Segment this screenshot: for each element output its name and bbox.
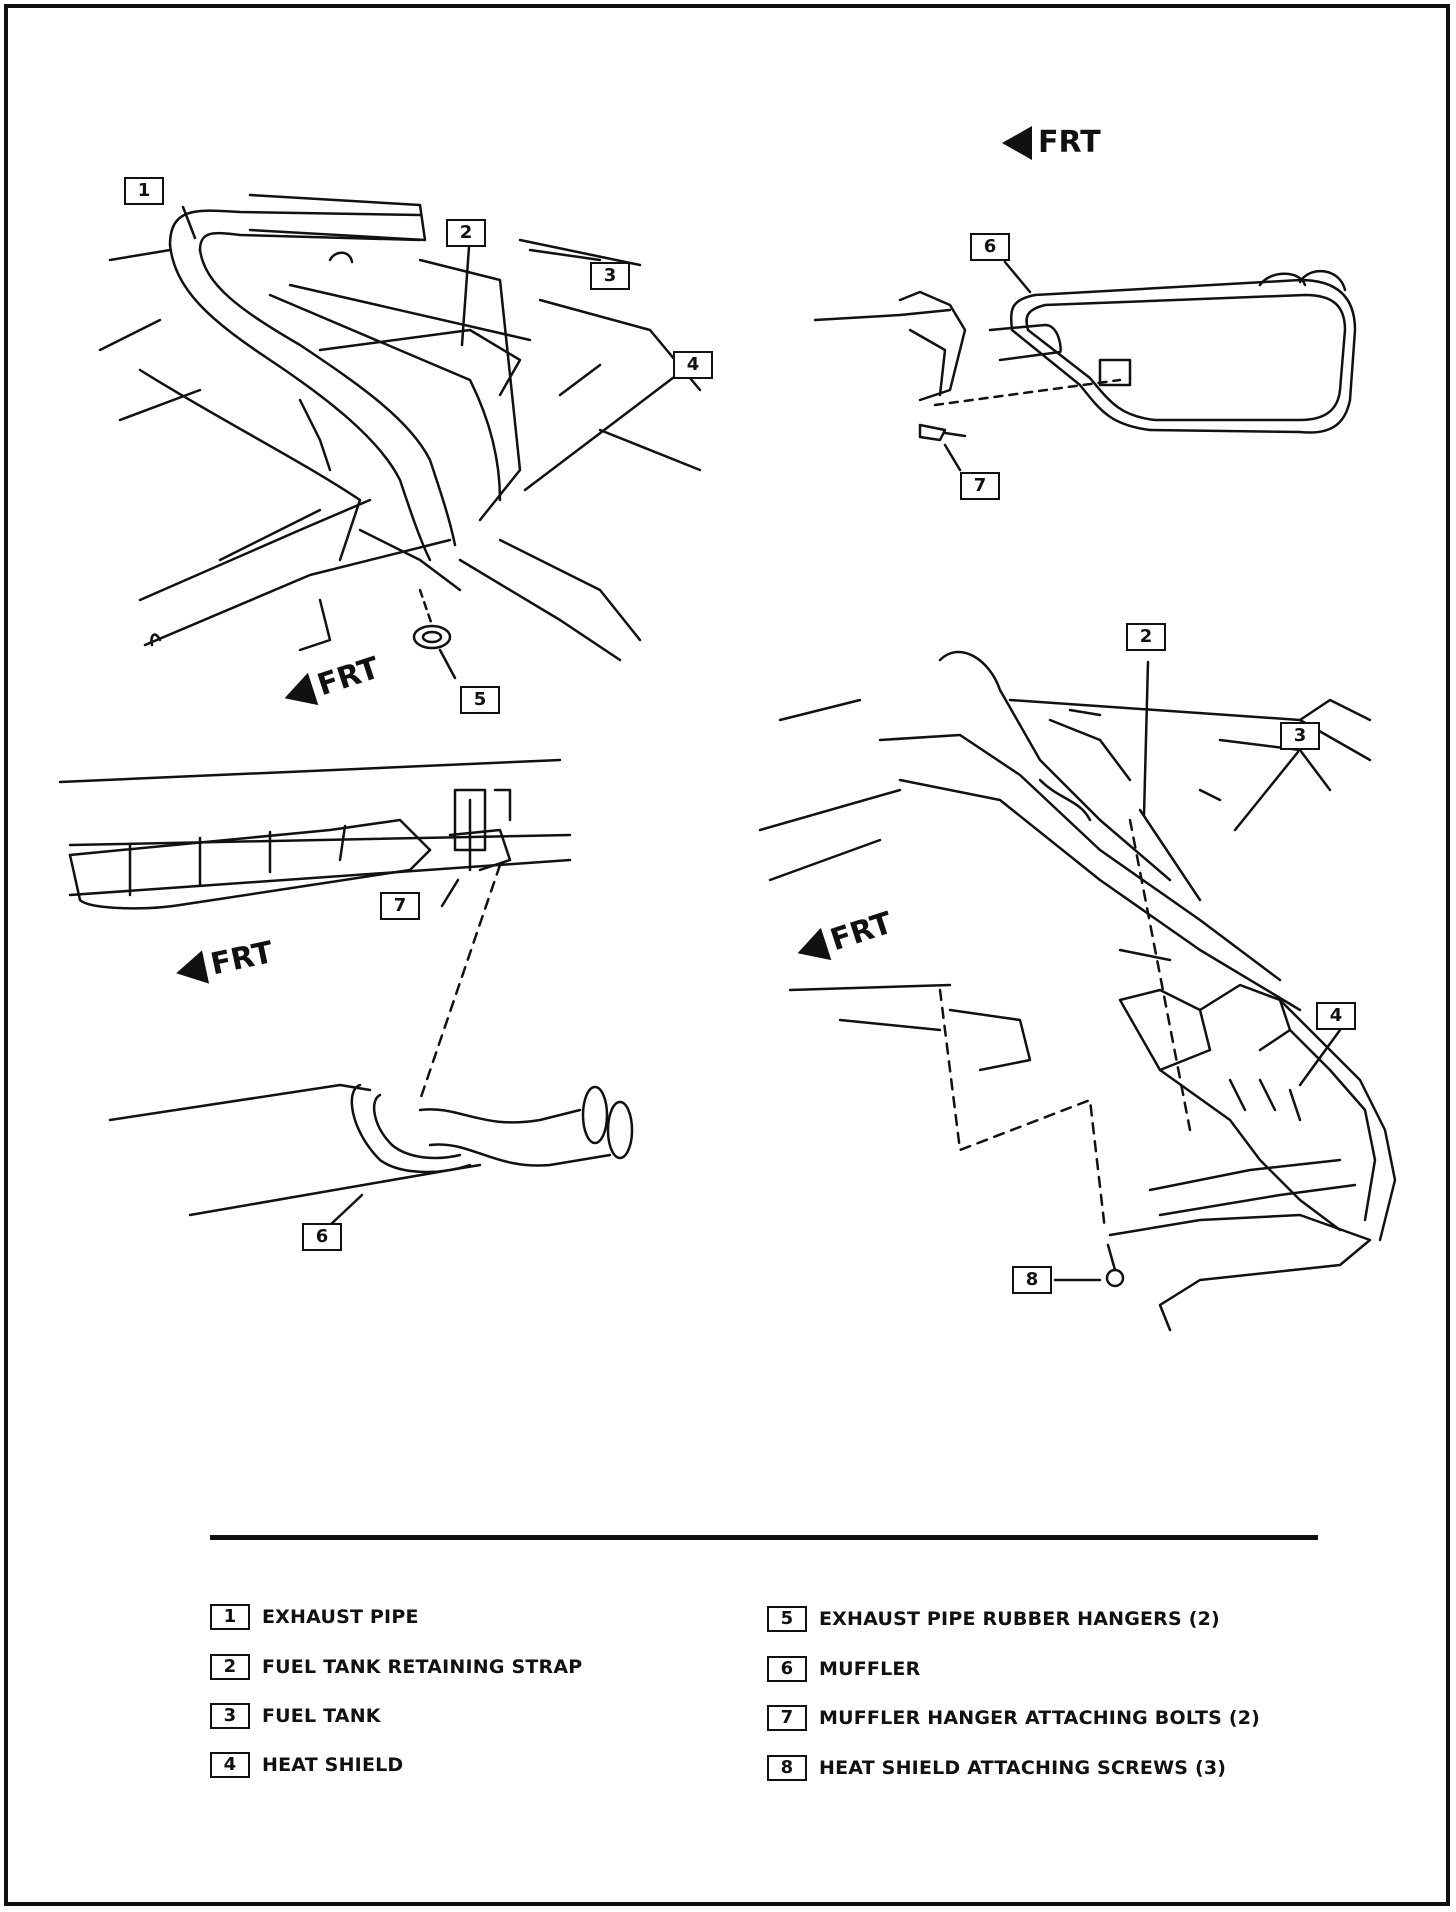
legend-label: EXHAUST PIPE RUBBER HANGERS (2) (819, 1608, 1220, 1630)
legend-item: 2 FUEL TANK RETAINING STRAP (210, 1653, 582, 1681)
callout-4: 4 (1316, 1002, 1356, 1030)
callout-7: 7 (960, 472, 1000, 500)
front-arrow-icon (1002, 125, 1032, 160)
legend-number: 3 (210, 1703, 250, 1729)
legend-number: 8 (767, 1755, 807, 1781)
legend-number: 4 (210, 1752, 250, 1778)
legend-label: FUEL TANK (262, 1705, 381, 1727)
legend-item: 3 FUEL TANK (210, 1702, 381, 1730)
legend-number: 2 (210, 1654, 250, 1680)
legend-item: 7 MUFFLER HANGER ATTACHING BOLTS (2) (767, 1704, 1260, 1732)
callout-5: 5 (460, 686, 500, 714)
callout-2: 2 (446, 219, 486, 247)
front-direction-indicator-top-right: FRT (1002, 125, 1101, 160)
callout-3: 3 (1280, 722, 1320, 750)
legend-label: MUFFLER (819, 1658, 921, 1680)
view-exhaust-pipe-fuel-tank (98, 193, 702, 662)
legend-divider (210, 1535, 1318, 1540)
frt-label: FRT (1038, 125, 1101, 160)
legend-number: 5 (767, 1606, 807, 1632)
legend-label: HEAT SHIELD ATTACHING SCREWS (3) (819, 1757, 1227, 1779)
callout-7: 7 (380, 892, 420, 920)
legend-item: 1 EXHAUST PIPE (210, 1603, 419, 1631)
front-arrow-icon (172, 949, 209, 990)
legend-label: EXHAUST PIPE (262, 1606, 419, 1628)
legend-number: 7 (767, 1705, 807, 1731)
callout-3: 3 (590, 262, 630, 290)
legend-label: MUFFLER HANGER ATTACHING BOLTS (2) (819, 1707, 1261, 1729)
callout-6: 6 (970, 233, 1010, 261)
legend-number: 1 (210, 1604, 250, 1630)
callout-2: 2 (1126, 623, 1166, 651)
callout-1: 1 (124, 177, 164, 205)
callout-8: 8 (1012, 1266, 1052, 1294)
view-muffler-hanger (58, 758, 634, 1217)
legend-item: 8 HEAT SHIELD ATTACHING SCREWS (3) (767, 1754, 1226, 1782)
view-heat-shield (758, 650, 1397, 1332)
legend-label: FUEL TANK RETAINING STRAP (262, 1656, 583, 1678)
view-muffler (813, 269, 1357, 442)
legend-label: HEAT SHIELD (262, 1754, 404, 1776)
callout-4: 4 (673, 351, 713, 379)
callout-6: 6 (302, 1223, 342, 1251)
legend-item: 6 MUFFLER (767, 1655, 920, 1683)
legend-item: 5 EXHAUST PIPE RUBBER HANGERS (2) (767, 1605, 1220, 1633)
legend-number: 6 (767, 1656, 807, 1682)
legend-item: 4 HEAT SHIELD (210, 1751, 403, 1779)
